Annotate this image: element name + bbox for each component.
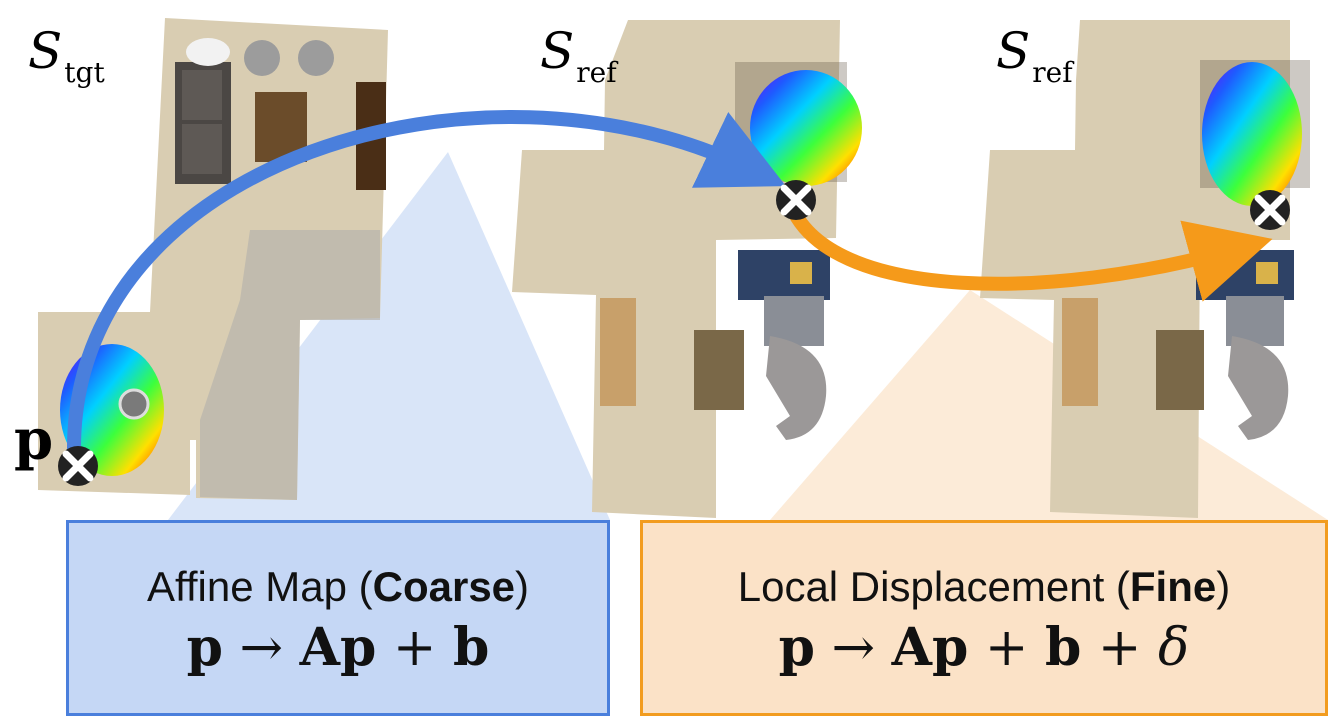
label-s-ref-2: Sref	[996, 22, 1073, 89]
label-s-ref-1: Sref	[540, 22, 617, 89]
side-table-2	[1156, 330, 1204, 410]
label-s-tgt: Stgt	[28, 22, 105, 89]
wood-cabinet	[600, 298, 636, 406]
point-marker-reference-2	[1250, 190, 1290, 230]
coarse-formula: p → Ap + b	[186, 617, 490, 678]
coarse-title: Affine Map (Coarse)	[146, 563, 530, 610]
round-table	[186, 38, 230, 66]
armchair-2	[1228, 336, 1289, 440]
point-p-label: p	[14, 407, 54, 473]
reference-pointcloud-1	[750, 70, 862, 186]
chair-1	[244, 40, 280, 76]
blue-sofa	[738, 250, 830, 300]
point-marker-target	[58, 446, 98, 486]
fine-displacement-arrow	[787, 205, 1273, 302]
coarse-affine-arrow	[67, 110, 786, 455]
reference-pointcloud-2	[1202, 62, 1302, 206]
chair-2	[298, 40, 334, 76]
point-marker-reference-1	[776, 180, 816, 220]
side-table	[694, 330, 744, 410]
coarse-equation-box: Affine Map (Coarse) p → Ap + b	[66, 520, 610, 716]
armchair	[766, 336, 827, 440]
wood-cabinet-2	[1062, 298, 1098, 406]
fine-title: Local Displacement (Fine)	[737, 563, 1231, 610]
fine-formula: p → Ap + b + δ	[778, 617, 1190, 678]
fine-equation-box: Local Displacement (Fine) p → Ap + b + δ	[640, 520, 1328, 716]
